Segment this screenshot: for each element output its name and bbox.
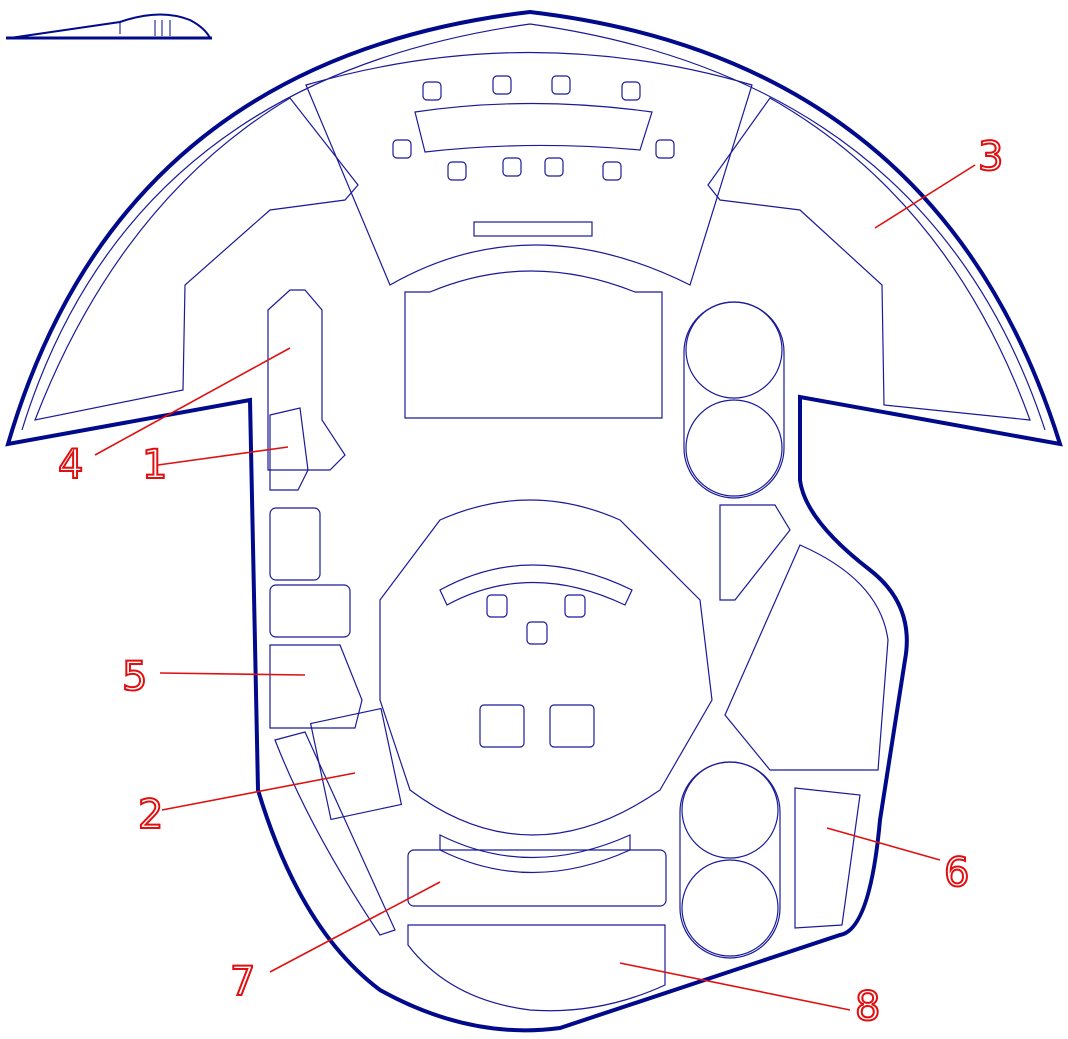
label-5: 5 bbox=[121, 653, 306, 701]
utility-room bbox=[719, 504, 791, 601]
room-5 bbox=[269, 644, 363, 729]
room-6 bbox=[794, 787, 861, 929]
label-7: 7 bbox=[229, 881, 441, 1006]
room-2 bbox=[309, 707, 403, 821]
console bbox=[473, 221, 593, 237]
room-1 bbox=[269, 407, 309, 491]
screen-room bbox=[404, 270, 663, 419]
side-profile-thumbnail bbox=[6, 13, 212, 40]
left-corridor bbox=[274, 731, 396, 936]
conference-table bbox=[414, 102, 653, 153]
outer-hull bbox=[5, 9, 1063, 1033]
svg-text:2: 2 bbox=[138, 792, 163, 838]
label-4: 4 bbox=[57, 347, 291, 489]
bridge-seats bbox=[479, 594, 595, 748]
svg-text:5: 5 bbox=[122, 654, 147, 700]
right-wing-room bbox=[707, 97, 1031, 421]
svg-text:7: 7 bbox=[230, 959, 255, 1005]
helm-console bbox=[439, 564, 633, 606]
lounge bbox=[724, 544, 889, 771]
left-wing-room bbox=[34, 97, 359, 421]
washroom-1 bbox=[269, 507, 321, 581]
svg-text:8: 8 bbox=[855, 984, 880, 1030]
bridge bbox=[379, 499, 713, 836]
label-1: 1 bbox=[141, 441, 289, 489]
room-7 bbox=[407, 849, 667, 907]
room-8 bbox=[407, 924, 666, 1012]
svg-text:4: 4 bbox=[58, 442, 83, 488]
washroom-2 bbox=[269, 584, 351, 638]
label-6: 6 bbox=[826, 827, 970, 897]
inner-hull bbox=[21, 23, 1046, 431]
label-8: 8 bbox=[619, 962, 881, 1031]
conference-room bbox=[305, 51, 753, 286]
room-4 bbox=[267, 289, 346, 471]
lower-arc bbox=[439, 834, 631, 873]
label-2: 2 bbox=[137, 772, 356, 839]
label-3: 3 bbox=[874, 133, 1004, 229]
chairs bbox=[392, 75, 675, 181]
svg-text:1: 1 bbox=[142, 442, 167, 488]
svg-text:6: 6 bbox=[944, 850, 969, 896]
svg-text:3: 3 bbox=[978, 134, 1003, 180]
